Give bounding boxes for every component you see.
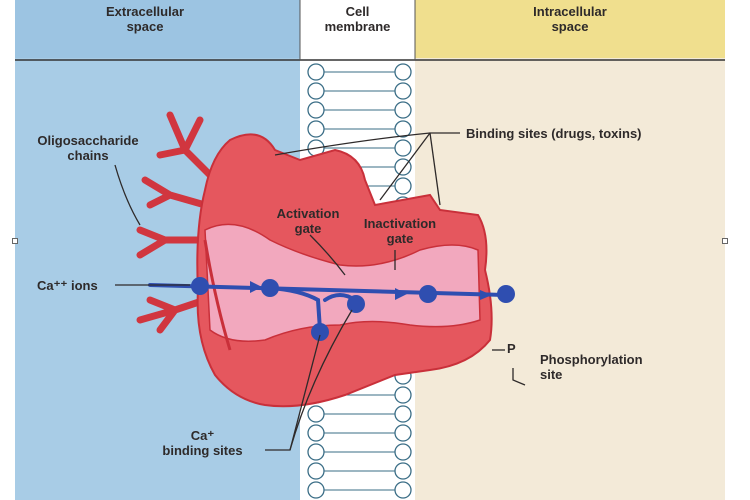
label-ca-ions: Ca⁺⁺ ions [37, 278, 98, 293]
ion-path-line [148, 283, 507, 297]
ion-path-arrows [250, 281, 492, 300]
arrowhead [480, 290, 492, 300]
lipid-head [394, 177, 412, 195]
calcium-ion [261, 279, 279, 297]
extracellular-header-band [15, 0, 300, 58]
leader-oligosaccharide [114, 164, 141, 226]
leader-binding-sites-2 [429, 132, 441, 206]
label-activation-gate: Activation gate [276, 206, 340, 236]
lipid-head [394, 481, 412, 499]
lipid-head [307, 424, 325, 442]
leader-lines [114, 132, 526, 451]
lipid-head [307, 63, 325, 81]
lipid-head [394, 462, 412, 480]
label-p: P [507, 341, 516, 356]
header-intracellular: Intracellular space [533, 4, 607, 34]
label-binding-sites: Binding sites (drugs, toxins) [466, 126, 642, 141]
calcium-ion [347, 295, 365, 313]
lipid-head [394, 386, 412, 404]
calcium-ions [191, 277, 515, 341]
leader-binding-sites-3 [274, 132, 431, 156]
protein-inner-shadow [203, 239, 232, 351]
oligosaccharide-chains [136, 111, 214, 334]
lipid-head [307, 462, 325, 480]
lipid-head [307, 82, 325, 100]
leader-activation [309, 234, 346, 276]
label-phosphorylation: Phosphorylation site [540, 352, 643, 382]
header-extracellular: Extracellular space [105, 4, 185, 34]
intracellular-header-band [415, 0, 725, 58]
lipid-head [394, 139, 412, 157]
lipid-head [394, 101, 412, 119]
resize-handle-right[interactable] [722, 238, 728, 244]
label-oligosaccharide: Oligosaccharide chains [37, 133, 139, 163]
oligosaccharide-chain [156, 111, 214, 179]
leader-phosphorylation [512, 368, 526, 386]
calcium-ion [497, 285, 515, 303]
oligosaccharide-chain [136, 296, 209, 334]
lipid-head [394, 120, 412, 138]
oligosaccharide-chain [136, 226, 204, 259]
lipid-head [394, 424, 412, 442]
calcium-ion [191, 277, 209, 295]
label-inactivation-gate: Inactivation gate [363, 216, 437, 246]
lipid-head [307, 120, 325, 138]
lipid-head [307, 101, 325, 119]
protein-shading [204, 223, 481, 342]
calcium-ion [419, 285, 437, 303]
arrowhead [395, 288, 407, 300]
lipid-head [394, 443, 412, 461]
arrowhead [250, 281, 262, 293]
lipid-head [394, 405, 412, 423]
lipid-head [307, 481, 325, 499]
leader-ca-binding-2 [289, 309, 353, 451]
resize-handle-left[interactable] [12, 238, 18, 244]
lipid-head [394, 82, 412, 100]
oligosaccharide-chain [141, 176, 209, 209]
header-membrane: Cell membrane [324, 4, 391, 34]
label-ca-binding-sites: Ca⁺ binding sites [162, 428, 243, 458]
lipid-head [307, 443, 325, 461]
calcium-ion [311, 323, 329, 341]
lipid-head [307, 405, 325, 423]
lipid-head [394, 63, 412, 81]
